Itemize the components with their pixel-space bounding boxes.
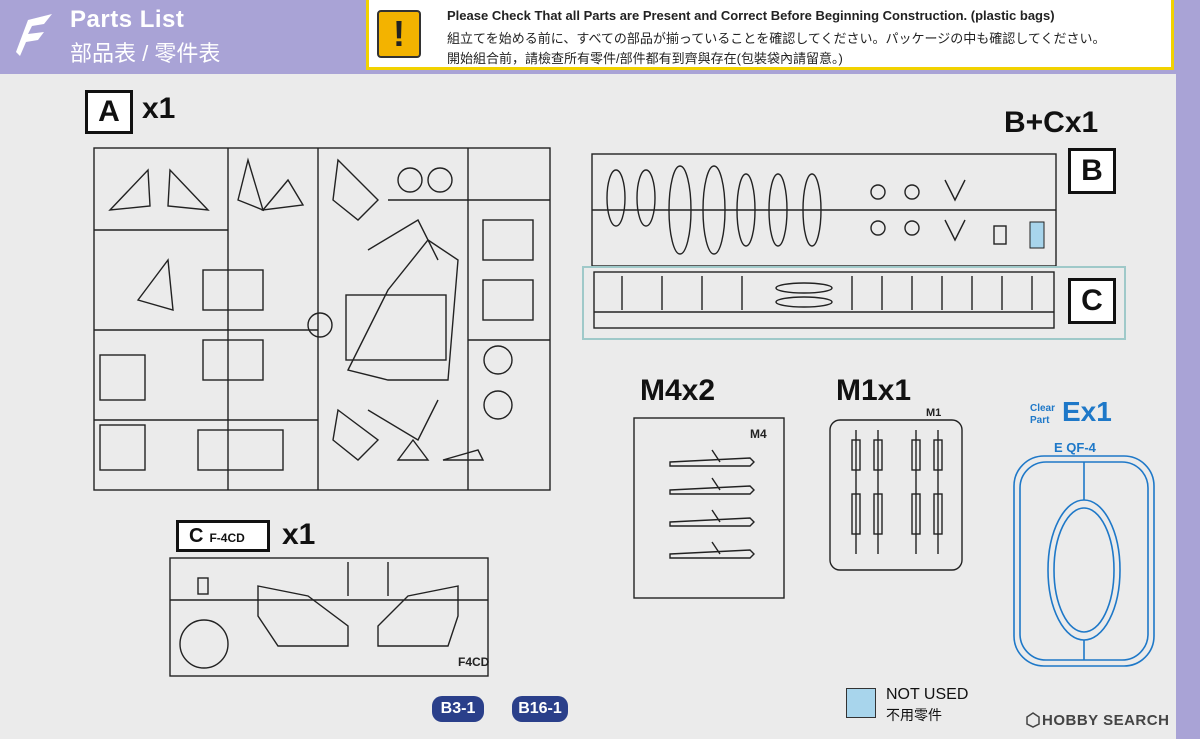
page-title: Parts List	[70, 6, 185, 33]
warning-box: ! Please Check That all Parts are Presen…	[366, 0, 1174, 70]
sprue-a-label: A	[85, 90, 133, 134]
warning-icon: !	[377, 10, 421, 58]
sprue-c-label: C	[1068, 278, 1116, 324]
sprue-c-drawing	[593, 271, 1055, 329]
sprue-e-frame-label: E QF-4	[1054, 440, 1097, 455]
sprue-c-f4cd-drawing: F4CD	[169, 557, 490, 677]
sprue-b-label: B	[1068, 148, 1116, 194]
not-used-label-en: NOT USED	[886, 686, 969, 703]
warning-text-cn: 開始組合前，請檢查所有零件/部件都有到齊與存在(包裝袋內請留意。)	[447, 51, 843, 66]
sprue-a-count: x1	[142, 92, 176, 125]
sprue-c-f4cd-frame-label: F4CD	[458, 655, 490, 669]
ref-badge-b3: B3-1	[432, 696, 484, 722]
watermark-text: HOBBY SEARCH	[1042, 712, 1170, 729]
not-used-swatch	[846, 688, 876, 718]
sprue-c-highlight	[582, 266, 1126, 340]
sprue-m4-frame-label: M4	[750, 427, 767, 441]
sprue-bc-count: B+Cx1	[1004, 106, 1099, 139]
warning-text-en: Please Check That all Parts are Present …	[447, 8, 1055, 23]
sprue-m4-count: M4x2	[640, 374, 716, 407]
sprue-e-drawing: E QF-4	[1013, 440, 1155, 667]
sprue-m1-count: M1x1	[836, 374, 912, 407]
not-used-label-cn: 不用零件	[886, 707, 942, 723]
brand-logo-icon	[16, 14, 52, 56]
sprue-m1-frame-label: M1	[926, 407, 941, 419]
sprue-b-drawing	[591, 153, 1057, 267]
page-subtitle: 部品表 / 零件表	[70, 41, 221, 66]
watermark-icon	[1026, 712, 1040, 728]
side-strip	[1176, 0, 1200, 739]
sprue-a-drawing	[93, 147, 551, 491]
sprue-m1-drawing: M1	[829, 407, 963, 571]
sprue-c-f4cd-count: x1	[282, 518, 316, 551]
sprue-m4-drawing: M4	[633, 417, 785, 599]
ref-badge-b16: B16-1	[512, 696, 568, 722]
sprue-e-count: Ex1	[1062, 396, 1112, 427]
warning-text-jp: 組立てを始める前に、すべての部品が揃っていることを確認してください。パッケージの…	[447, 31, 1106, 46]
